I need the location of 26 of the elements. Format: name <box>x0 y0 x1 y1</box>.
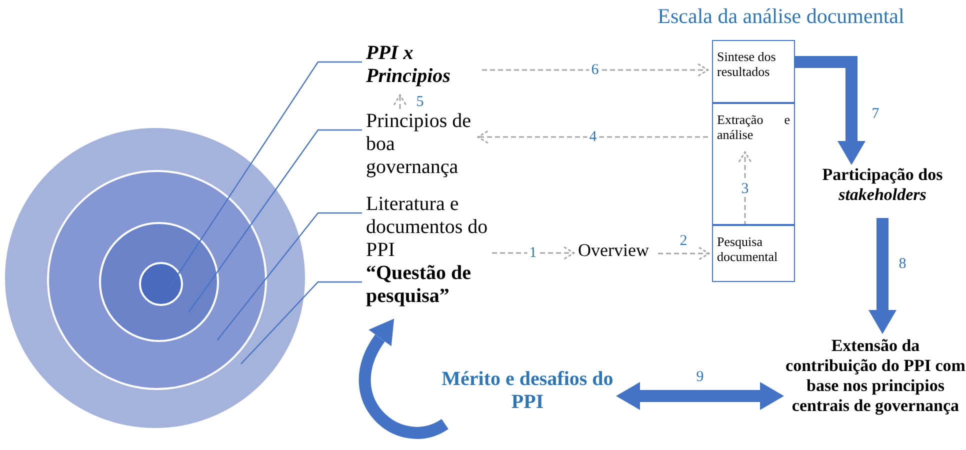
leader-line <box>240 281 362 364</box>
leader-line <box>166 61 362 291</box>
step-label: Participação dos stakeholders <box>795 165 966 215</box>
arrow <box>482 63 709 77</box>
arrow <box>477 130 708 144</box>
edge-label: 3 <box>739 181 751 197</box>
arrow <box>795 56 866 165</box>
topic-label: PPI x Principios <box>366 42 478 92</box>
leader-line <box>216 212 362 341</box>
arrow <box>868 218 896 334</box>
arrow <box>616 382 784 410</box>
arrow <box>393 94 407 109</box>
step-label: Overview <box>578 240 656 266</box>
process-box: Pesquisa documental <box>712 225 795 282</box>
step-label: Extensão da contribuição do PPI com base nos principios centrais de governança <box>785 336 966 448</box>
leader-line <box>188 129 362 312</box>
arrow <box>492 246 575 260</box>
process-box: Sintese dos resultados <box>712 40 795 103</box>
arrow <box>658 246 710 260</box>
topic-label: “Questão de pesquisa” <box>366 262 490 312</box>
topic-label: Principios de boa governança <box>366 110 474 186</box>
circle-layer <box>139 262 183 306</box>
arrow <box>358 317 448 439</box>
column-heading: Escala da análise documental <box>656 4 906 28</box>
step-label: Mérito e desafios do PPI <box>440 368 615 424</box>
arrow <box>738 151 752 226</box>
